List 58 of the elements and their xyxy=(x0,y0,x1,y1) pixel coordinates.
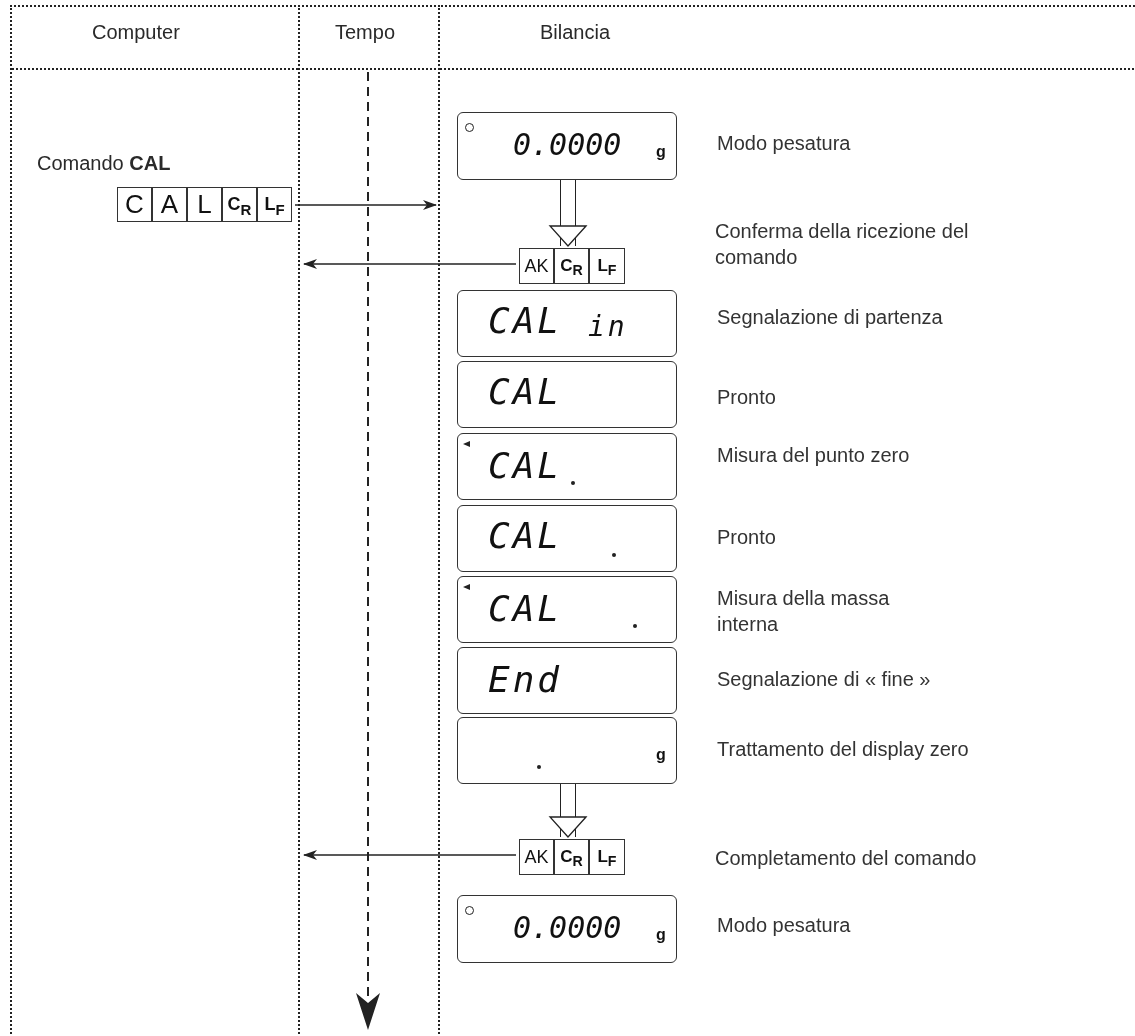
display-panel xyxy=(457,290,677,357)
response-string xyxy=(519,839,625,875)
character-cell: A xyxy=(152,187,187,222)
display-panel xyxy=(457,717,677,784)
caption-text: Modo pesatura xyxy=(717,131,852,156)
display-panel xyxy=(457,576,677,643)
display-readout: End xyxy=(488,660,563,700)
display-panel xyxy=(457,895,677,963)
unit-text: g xyxy=(656,926,666,944)
caption-text: Pronto xyxy=(717,385,777,410)
display-panel xyxy=(457,647,677,714)
swimlane xyxy=(438,5,1135,1036)
caption-text: Modo pesatura xyxy=(717,913,852,938)
caption-text: Misura della massa interna xyxy=(717,586,891,637)
command-string xyxy=(37,152,295,224)
character-cell: C$_{R}$ xyxy=(554,839,589,875)
display-readout: CAL xyxy=(488,301,563,341)
character-cell: C xyxy=(117,187,152,222)
lane-heading: Tempo xyxy=(335,21,396,44)
character-cell: L$_{F}$ xyxy=(589,248,625,284)
character-cell: L$_{F}$ xyxy=(589,839,625,875)
display-readout: CAL xyxy=(488,589,563,629)
display-readout: CAL xyxy=(488,516,563,556)
display-panel xyxy=(457,505,677,572)
response-string xyxy=(519,248,625,284)
unit-text: g xyxy=(656,746,666,764)
hollow-arrow xyxy=(549,179,587,247)
command-heading: Comando CAL xyxy=(37,152,171,175)
character-cell: C$_{R}$ xyxy=(554,248,589,284)
character-cell: AK xyxy=(519,248,554,284)
caption-text: Trattamento del display zero xyxy=(717,737,970,762)
caption-text: Segnalazione di « fine » xyxy=(717,667,932,692)
caption-text: Completamento del comando xyxy=(715,846,978,871)
lane-heading: Computer xyxy=(92,21,180,44)
character-cell: L$_{F}$ xyxy=(257,187,292,222)
display-readout: CAL xyxy=(488,446,563,486)
display-readout: in xyxy=(588,309,628,345)
display-readout: CAL xyxy=(488,372,563,412)
display-panel xyxy=(457,433,677,500)
display-readout: 0.0000 xyxy=(513,909,622,947)
character-cell: C$_{R}$ xyxy=(222,187,257,222)
display-panel xyxy=(457,112,677,180)
caption-text: Conferma della ricezione del comando xyxy=(715,219,970,270)
caption-text: Misura del punto zero xyxy=(717,443,911,468)
caption-text: Segnalazione di partenza xyxy=(717,305,944,330)
unit-text: g xyxy=(656,143,666,161)
display-readout: 0.0000 xyxy=(513,126,622,164)
arrow xyxy=(294,200,437,210)
display-panel xyxy=(457,361,677,428)
character-cell: AK xyxy=(519,839,554,875)
caption-text: Pronto xyxy=(717,525,777,550)
swimlane xyxy=(10,5,300,1036)
swimlane xyxy=(302,5,436,69)
arrow xyxy=(303,850,517,860)
arrow xyxy=(303,259,517,269)
lane-heading: Bilancia xyxy=(540,21,611,44)
character-cell: L xyxy=(187,187,222,222)
hollow-arrow xyxy=(549,783,587,838)
